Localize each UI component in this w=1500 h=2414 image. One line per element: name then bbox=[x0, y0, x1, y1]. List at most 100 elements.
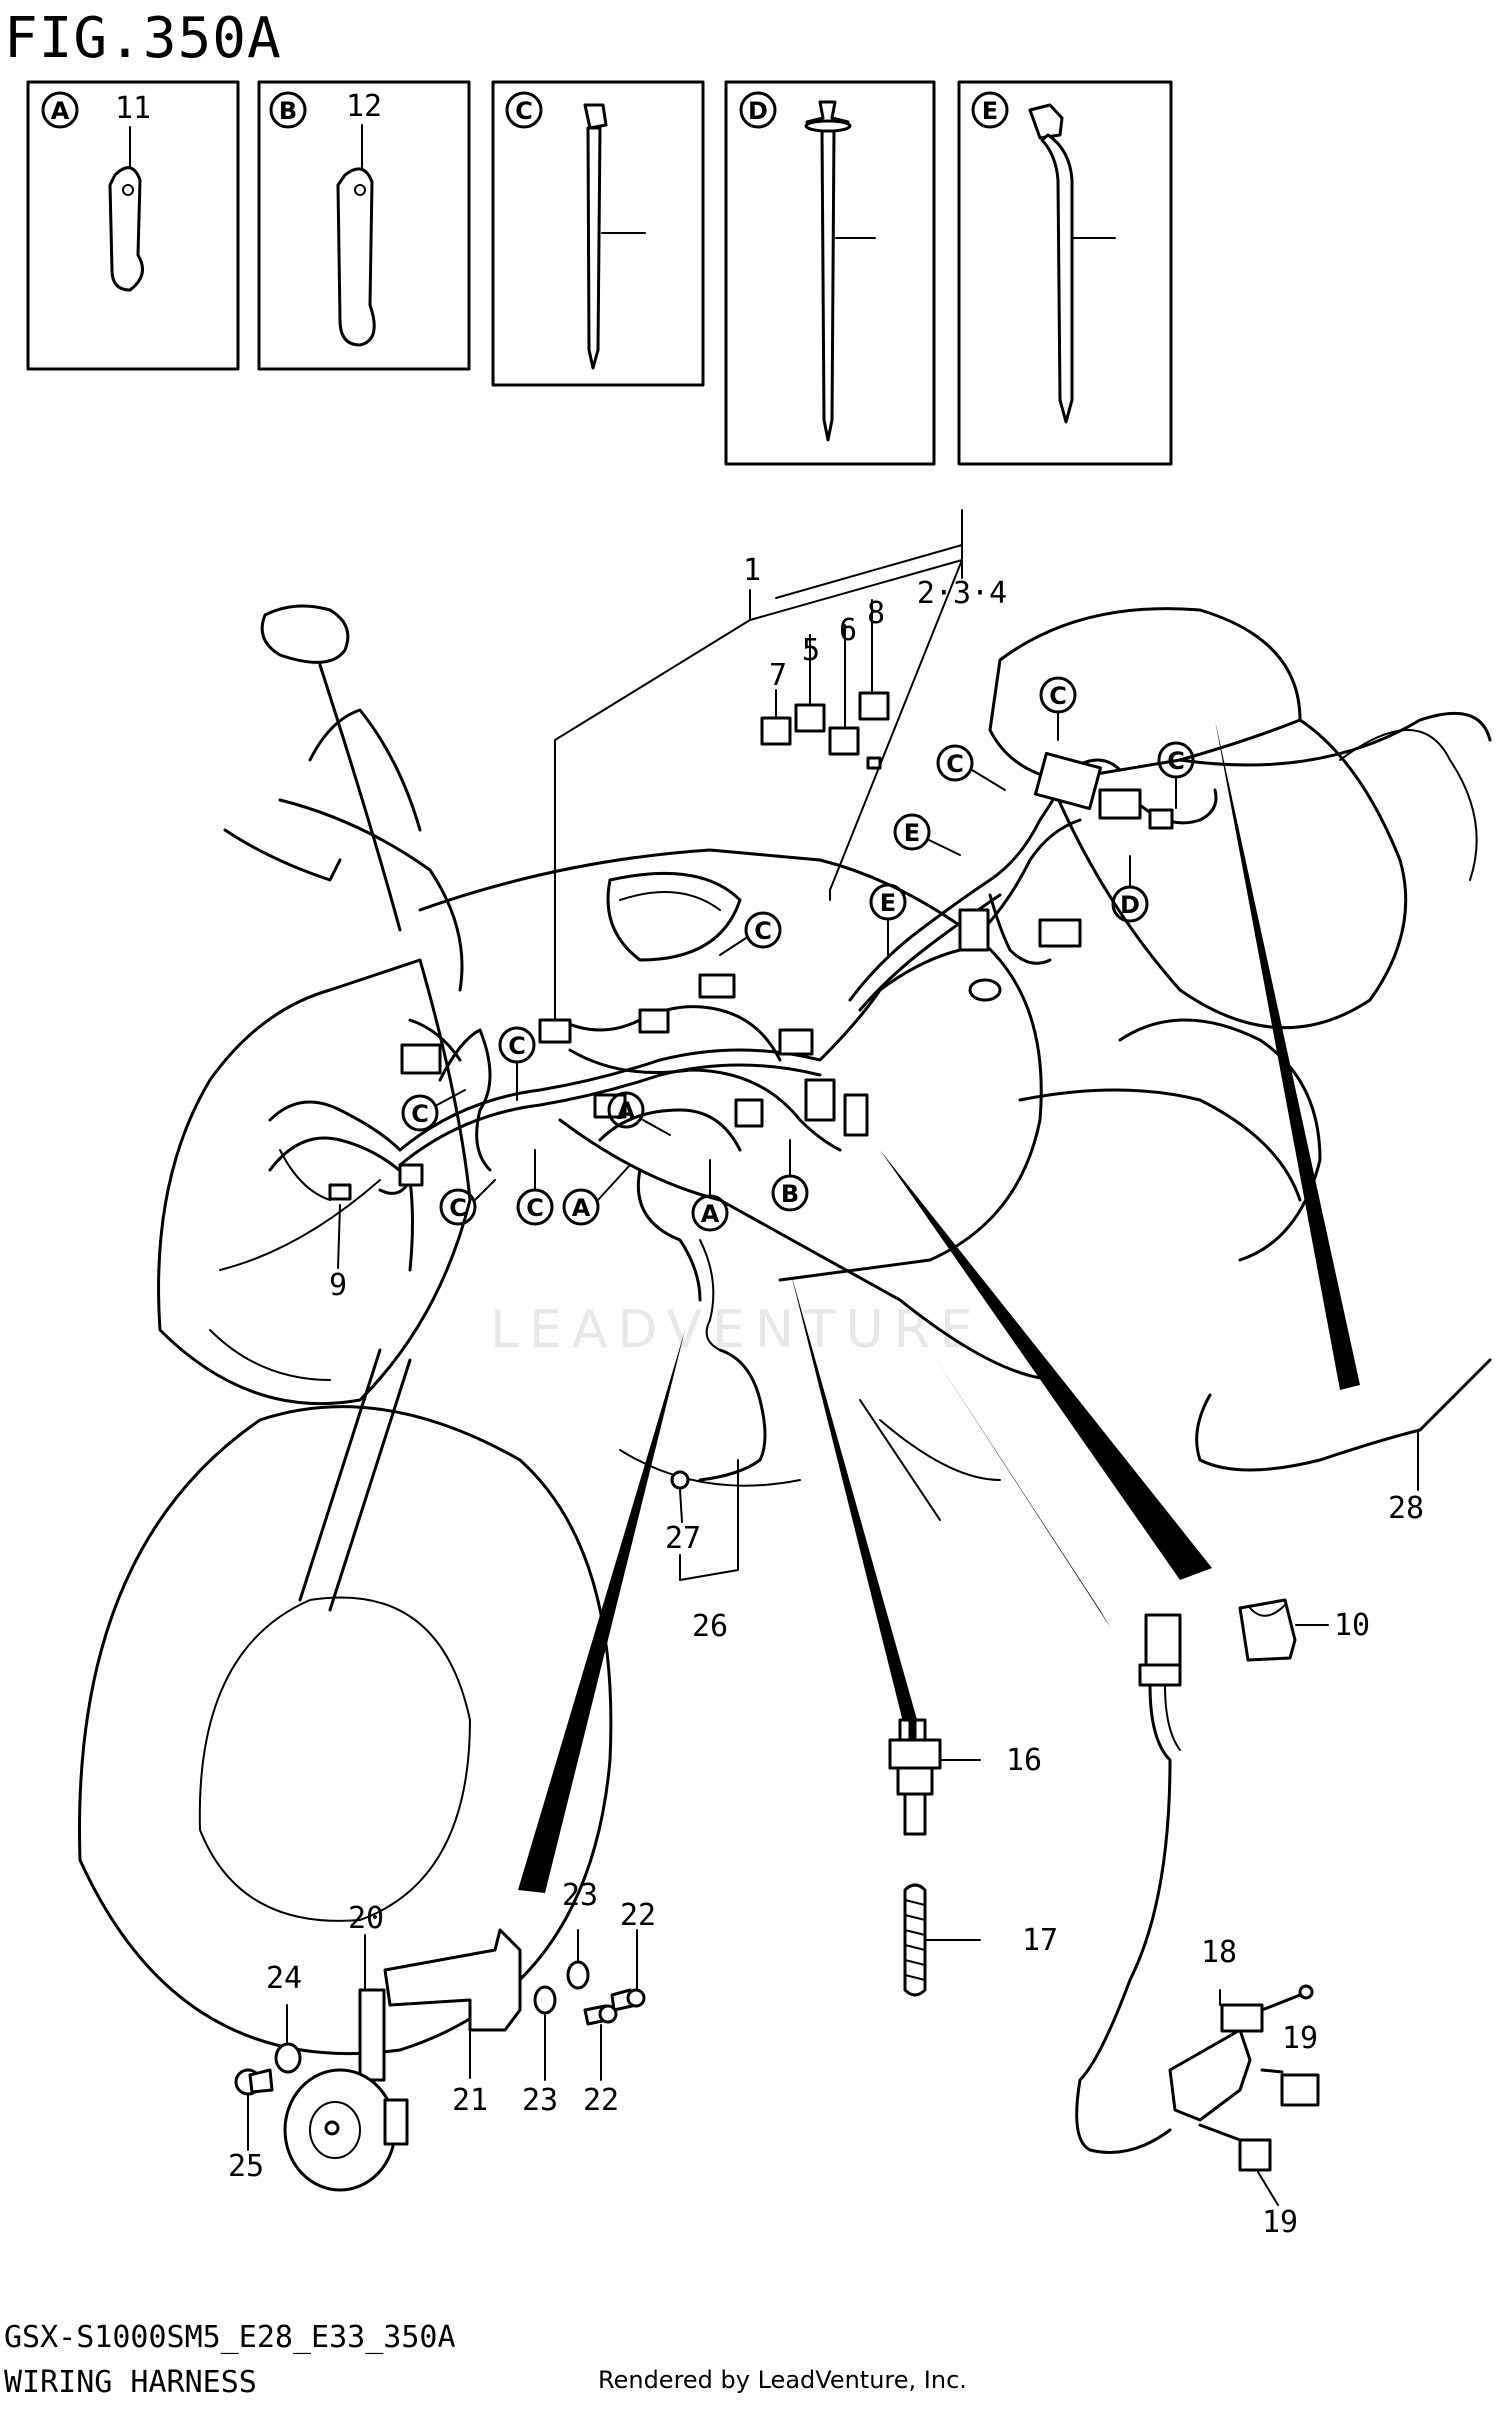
callout-1: 1 bbox=[743, 553, 761, 588]
inset-panel-e: E bbox=[957, 80, 1173, 466]
clamp-marker-a-lower: A bbox=[691, 1159, 729, 1232]
inset-a-letter: A bbox=[51, 97, 70, 125]
callout-9: 9 bbox=[329, 1268, 347, 1303]
relay-5 bbox=[794, 703, 826, 733]
svg-text:C: C bbox=[508, 1032, 526, 1060]
clamp-11 bbox=[108, 166, 144, 292]
clamp-marker-b: B bbox=[771, 1139, 809, 1212]
svg-text:C: C bbox=[411, 1100, 429, 1128]
svg-text:C: C bbox=[449, 1194, 467, 1222]
callout-18: 18 bbox=[1201, 1935, 1237, 1970]
horn-20 bbox=[283, 1934, 409, 2192]
inset-panel-c: C bbox=[491, 80, 705, 387]
clamp-12 bbox=[336, 167, 376, 347]
watermark: LEADVENTURE bbox=[490, 1300, 983, 1360]
callout-10: 10 bbox=[1334, 1608, 1370, 1643]
svg-text:C: C bbox=[526, 1194, 544, 1222]
figure-title: FIG.350A bbox=[4, 6, 282, 71]
clamp-marker-c-upper: C bbox=[0, 0, 18, 6]
callout-23-upper: 23 bbox=[562, 1878, 598, 1913]
callout-6: 6 bbox=[839, 613, 857, 648]
callout-27: 27 bbox=[665, 1521, 701, 1556]
part-callouts: 1 2·3·4 5 6 7 8 9 10 16 17 18 19 19 20 2… bbox=[228, 509, 1424, 2240]
callout-22-lower: 22 bbox=[583, 2083, 619, 2118]
svg-text:D: D bbox=[1120, 891, 1140, 919]
cable-tie-15 bbox=[1040, 133, 1074, 424]
callout-19-lower: 19 bbox=[1262, 2205, 1298, 2240]
inset-b-letter: B bbox=[279, 97, 297, 125]
callout-23-lower: 23 bbox=[522, 2083, 558, 2118]
inset-c-letter: C bbox=[515, 97, 533, 125]
leader-wedges bbox=[518, 720, 1360, 1893]
svg-text:A: A bbox=[572, 1194, 591, 1222]
section-name: WIRING HARNESS bbox=[4, 2365, 257, 2400]
cable-tie-13 bbox=[586, 126, 602, 370]
spring-17 bbox=[903, 1883, 981, 1997]
clamp-marker-a-center: A bbox=[607, 1091, 671, 1136]
callout-20: 20 bbox=[348, 1901, 384, 1936]
bolt-25 bbox=[234, 2068, 274, 2096]
callout-19-upper: 19 bbox=[1282, 2021, 1318, 2056]
switch-16 bbox=[888, 1718, 981, 1836]
svg-text:C: C bbox=[754, 917, 772, 945]
clamp-marker-c-bottom: C bbox=[516, 1149, 554, 1226]
callout-24: 24 bbox=[266, 1961, 302, 1996]
motorcycle-outline bbox=[78, 604, 1492, 2055]
washer-24 bbox=[274, 2004, 302, 2074]
svg-text:A: A bbox=[701, 1200, 720, 1228]
bolts-22 bbox=[583, 1929, 646, 2081]
callout-2-3-4: 2·3·4 bbox=[917, 576, 1007, 611]
relay-8 bbox=[858, 691, 890, 721]
harness-leader-bracket bbox=[554, 539, 963, 1031]
sensor-18-assembly bbox=[1075, 1613, 1314, 2154]
svg-text:C: C bbox=[1049, 682, 1067, 710]
sensor-lead-28 bbox=[1195, 1358, 1492, 1491]
clamp-marker-c-left-2: C bbox=[401, 1089, 466, 1132]
svg-text:B: B bbox=[781, 1180, 799, 1208]
relay-6 bbox=[828, 726, 860, 756]
inset-panel-b: B 12 bbox=[257, 80, 471, 371]
clamp-marker-a-bottom: A bbox=[562, 1164, 631, 1226]
cap-10 bbox=[1238, 1598, 1329, 1662]
callout-26: 26 bbox=[692, 1609, 728, 1644]
callout-7: 7 bbox=[769, 658, 787, 693]
svg-text:E: E bbox=[880, 889, 896, 917]
inset-d-letter: D bbox=[748, 97, 768, 125]
callout-25: 25 bbox=[228, 2149, 264, 2184]
clamp-marker-d: D bbox=[1111, 855, 1149, 923]
bolt-19-upper bbox=[1260, 2068, 1320, 2107]
clamp-marker-c-tank: C bbox=[719, 911, 782, 956]
clamp-marker-e-lower: E bbox=[869, 883, 907, 956]
bolt-19-lower bbox=[1198, 2123, 1272, 2172]
svg-text:C: C bbox=[946, 750, 964, 778]
callout-16: 16 bbox=[1006, 1743, 1042, 1778]
callout-17: 17 bbox=[1022, 1923, 1058, 1958]
inset-panel-d: D bbox=[724, 80, 936, 466]
clamp-marker-c-right: C bbox=[1157, 741, 1195, 809]
callout-21: 21 bbox=[452, 2083, 488, 2118]
clamp-marker-c-left-3: C bbox=[439, 1179, 496, 1226]
callout-22-upper: 22 bbox=[620, 1898, 656, 1933]
clamp-marker-c-mid: C bbox=[936, 744, 1006, 791]
render-credit: Rendered by LeadVenture, Inc. bbox=[598, 2366, 967, 2394]
callout-11: 11 bbox=[115, 91, 151, 126]
inset-panel-a: A 11 bbox=[26, 80, 240, 371]
callout-12: 12 bbox=[346, 89, 382, 124]
horn-bracket-21 bbox=[383, 1928, 522, 2079]
cable-tie-14 bbox=[820, 129, 836, 442]
callout-8: 8 bbox=[867, 596, 885, 631]
main-wiring-harness bbox=[268, 599, 1218, 1581]
clamp-marker-c-left-1: C bbox=[498, 1026, 536, 1101]
clamp-marker-c-top-left: C bbox=[1039, 676, 1077, 741]
clamp-marker-e-upper: E bbox=[893, 813, 961, 856]
callout-28: 28 bbox=[1388, 1491, 1424, 1526]
inset-e-letter: E bbox=[982, 97, 998, 125]
relay-7 bbox=[760, 716, 792, 746]
svg-text:E: E bbox=[904, 819, 920, 847]
model-code: GSX-S1000SM5_E28_E33_350A bbox=[4, 2320, 456, 2355]
washers-23 bbox=[533, 1929, 590, 2081]
svg-text:A: A bbox=[617, 1097, 636, 1125]
ground-terminal-27 bbox=[670, 1470, 690, 1490]
svg-text:C: C bbox=[1167, 747, 1185, 775]
